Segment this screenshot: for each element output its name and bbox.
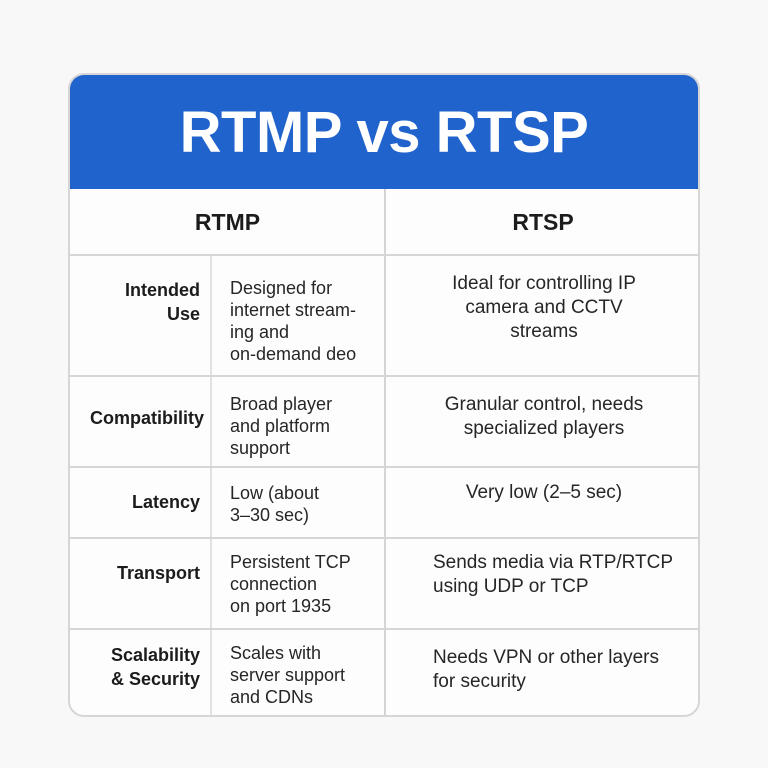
row-divider <box>70 628 698 630</box>
row-label-line: Scalability <box>110 645 200 665</box>
rtsp-cell: Sends media via RTP/RTCP using UDP or TC… <box>433 552 674 597</box>
rtmp-cell: Persistent TCP connection on port 1935 <box>230 552 351 616</box>
rtsp-cell: Ideal for controlling IP camera and CCTV… <box>452 273 636 342</box>
table-row-compatibility: Compatibility Broad player and platform … <box>70 377 698 466</box>
page-title: RTMP vs RTSP <box>179 99 589 165</box>
table-row-latency: Latency Low (about 3–30 sec) Very low (2… <box>70 468 698 537</box>
row-label: Scalability & Security <box>70 630 200 704</box>
row-divider <box>70 537 698 539</box>
row-label-line: Latency <box>131 492 200 512</box>
rtsp-cell: Needs VPN or other layers for security <box>433 647 659 692</box>
row-label: Latency <box>70 468 200 536</box>
row-label: Intended Use <box>70 256 200 348</box>
row-label-line: & Security <box>110 669 200 689</box>
table-row-intended-use: Intended Use Designed for internet strea… <box>70 256 698 375</box>
row-label: Transport <box>70 539 200 607</box>
row-divider <box>70 466 698 468</box>
row-label-line: Transport <box>116 563 200 583</box>
row-label-line: Use <box>166 304 200 324</box>
rtmp-cell: Scales with server support and CDNs <box>230 643 346 707</box>
main-column-divider <box>384 189 386 715</box>
rtmp-cell: Broad player and platform support <box>230 394 333 458</box>
row-label-line: Intended <box>125 280 200 300</box>
row-label-line: Compatibility <box>89 408 204 428</box>
row-divider <box>70 375 698 377</box>
row-label: Compatibility <box>70 377 204 459</box>
label-column-divider <box>210 255 212 715</box>
rtmp-cell: Designed for internet stream- ing and on… <box>230 278 357 364</box>
column-header-rtsp: RTSP <box>512 208 574 235</box>
rtsp-cell: Granular control, needs specialized play… <box>444 394 644 439</box>
table-row-transport: Transport Persistent TCP connection on p… <box>70 539 698 628</box>
row-divider <box>70 254 698 256</box>
table-row-scalability-security: Scalability & Security Scales with serve… <box>70 630 698 715</box>
column-header-rtmp: RTMP <box>194 208 261 235</box>
rtmp-cell: Low (about 3–30 sec) <box>230 483 320 525</box>
rtsp-cell: Very low (2–5 sec) <box>465 482 623 503</box>
comparison-card: RTMP vs RTSP RTMP RTSP Intended Use Desi… <box>68 73 700 717</box>
title-banner: RTMP vs RTSP <box>70 75 698 189</box>
